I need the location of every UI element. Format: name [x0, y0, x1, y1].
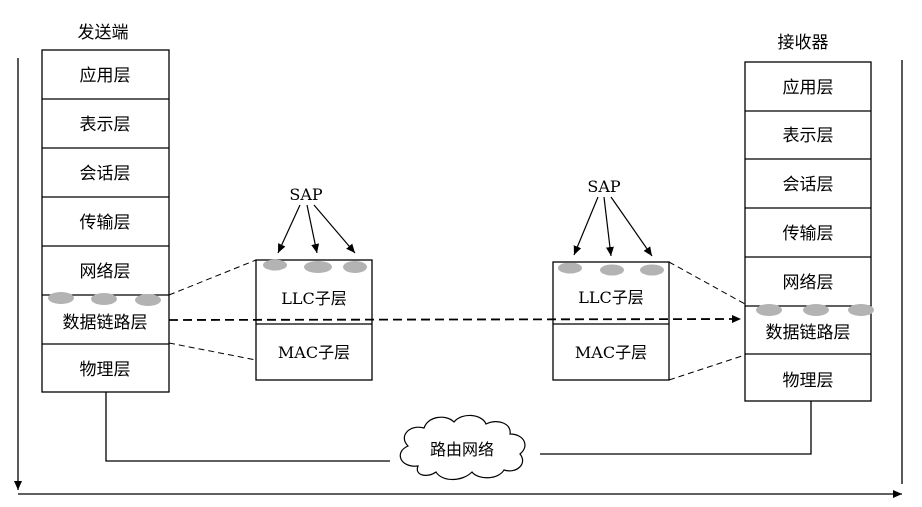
physical-link-left: [105, 392, 390, 462]
receiver-layer-session: 会话层: [783, 175, 834, 195]
left-llc-label: LLC子层: [281, 289, 347, 308]
receiver-layer-datalink: 数据链路层: [766, 323, 851, 343]
sender-sap-dot: [48, 292, 74, 304]
sender-sap-dot: [91, 293, 117, 305]
receiver-layer-transport: 传输层: [783, 224, 834, 244]
receiver-title: 接收器: [778, 33, 829, 53]
left-sap-arrow: [277, 204, 301, 254]
right-mapping-line-top: [668, 261, 746, 305]
receiver-layer-presentation: 表示层: [783, 126, 834, 146]
left-mac-label: MAC子层: [278, 343, 350, 362]
left-mapping-line-bottom: [168, 342, 257, 361]
left-sublayer-box: LLC子层 MAC子层 SAP: [255, 185, 373, 381]
left-sap-label: SAP: [289, 185, 323, 204]
receiver-sap-dot: [756, 304, 782, 316]
sender-layer-session: 会话层: [80, 164, 131, 184]
sender-layer-network: 网络层: [80, 262, 131, 282]
routing-network-label: 路由网络: [430, 440, 494, 459]
sender-title: 发送端: [78, 23, 129, 43]
physical-link-right: [540, 401, 812, 455]
receiver-sap-dot: [803, 304, 829, 316]
right-sap-arrow: [610, 196, 653, 257]
receiver-sap-dot: [848, 304, 874, 316]
right-sap-arrow: [603, 196, 614, 257]
right-sap-dot: [640, 264, 664, 276]
sender-sap-dot: [135, 294, 161, 306]
right-sap-dot: [600, 264, 624, 276]
sender-layer-physical: 物理层: [80, 360, 131, 380]
sender-layer-application: 应用层: [80, 66, 131, 86]
right-sap-arrow: [573, 196, 599, 256]
right-mac-label: MAC子层: [575, 343, 647, 362]
right-sublayer-box: LLC子层 MAC子层 SAP: [552, 177, 670, 381]
sender-stack: 发送端 应用层 表示层 会话层 传输层 网络层 数据链路层 物理层: [41, 23, 170, 393]
left-sap-dot: [304, 261, 332, 273]
routing-network-cloud: 路由网络: [399, 414, 526, 481]
right-llc-label: LLC子层: [578, 288, 644, 307]
sender-layer-transport: 传输层: [80, 213, 131, 233]
left-sap-dot: [263, 259, 287, 271]
left-sap-dot: [343, 261, 367, 273]
receiver-layer-network: 网络层: [783, 273, 834, 293]
left-sap-arrow: [306, 204, 320, 254]
right-sap-dot: [558, 262, 582, 274]
right-sap-label: SAP: [587, 177, 621, 196]
datalink-peer-arrow: [168, 315, 742, 324]
left-mapping-line-top: [168, 259, 257, 296]
receiver-stack: 接收器 应用层 表示层 会话层 传输层 网络层 数据链路层 物理层: [744, 33, 874, 402]
receiver-layer-physical: 物理层: [783, 371, 834, 391]
sender-layer-datalink: 数据链路层: [63, 313, 148, 333]
right-mapping-line-bottom: [668, 354, 746, 381]
left-sap-arrow: [313, 204, 356, 254]
receiver-layer-application: 应用层: [783, 78, 834, 98]
sender-layer-presentation: 表示层: [80, 115, 131, 135]
